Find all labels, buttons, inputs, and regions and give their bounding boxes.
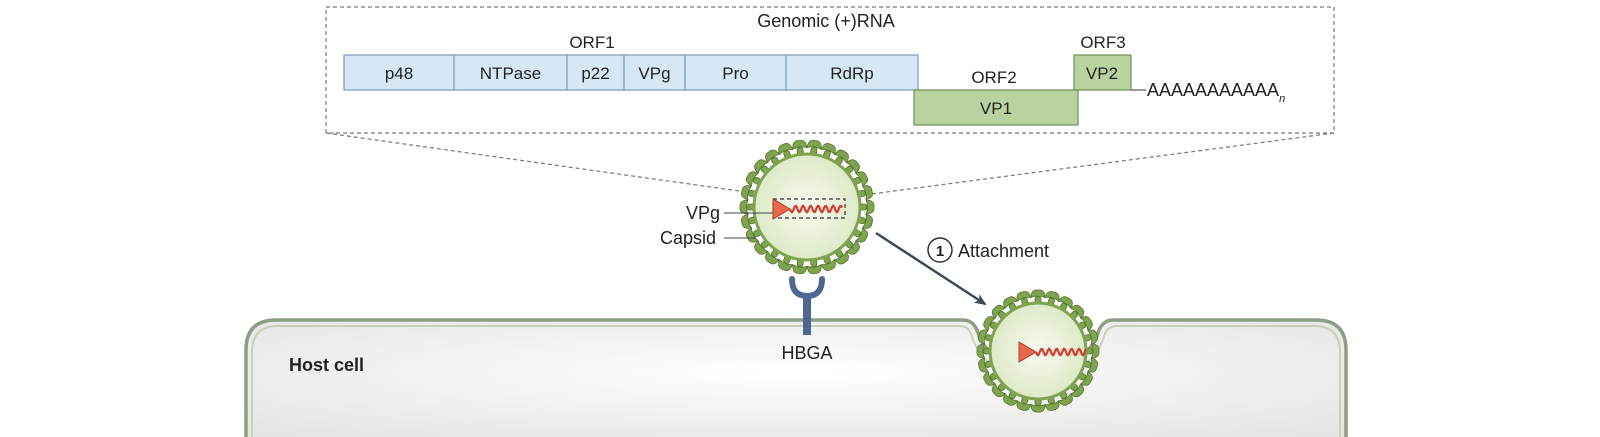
orf1-segment-label: p48 — [385, 64, 413, 83]
rna-zoom-box — [772, 198, 846, 219]
polya-text: AAAAAAAAAAA — [1147, 80, 1279, 100]
orf1-segment-label: RdRp — [830, 64, 873, 83]
orf1-segment-label: VPg — [638, 64, 670, 83]
orf1-segment: Pro — [684, 54, 787, 91]
attachment-arrow — [875, 231, 987, 306]
polya-tail: AAAAAAAAAAAn — [1147, 80, 1285, 105]
hbga-label: HBGA — [781, 343, 832, 363]
orf1-segment-box — [684, 54, 787, 91]
orf1-segment: p48 — [343, 54, 455, 91]
step-number-circle — [927, 237, 953, 263]
zoom-line-right — [855, 132, 1335, 197]
genome-dashed-frame — [325, 6, 1335, 134]
vp2-label: VP2 — [1086, 64, 1118, 83]
receptor-stalk — [803, 295, 811, 335]
orf1-segment: VPg — [623, 54, 686, 91]
virion-free — [739, 139, 875, 275]
orf1-segment: NTPase — [453, 54, 568, 91]
capsid-body — [752, 152, 862, 262]
orf1-segment-box — [453, 54, 568, 91]
host-cell: Host cell — [244, 318, 1348, 437]
capsid-spike — [1058, 296, 1073, 313]
attachment-step: 1 Attachment — [875, 231, 1049, 306]
zoom-line-left — [325, 132, 776, 197]
rna-wave — [788, 204, 843, 214]
capsid-label: Capsid — [660, 228, 716, 248]
orf1-segment: p22 — [566, 54, 625, 91]
hbga-receptor: HBGA — [781, 276, 833, 363]
capsid-spike — [991, 381, 1008, 398]
orf1-segment-label: Pro — [722, 64, 748, 83]
vpg-triangle — [772, 198, 791, 220]
capsid-spike — [857, 199, 875, 215]
orf1-segment-label: NTPase — [480, 64, 541, 83]
vpg-triangle — [1018, 341, 1037, 363]
capsid-body — [988, 301, 1088, 401]
orf2-vp1-box: VP1 — [913, 89, 1079, 126]
virion-internalizing — [976, 289, 1100, 413]
vp1-label: VP1 — [980, 99, 1012, 118]
orf1-segment-box — [785, 54, 919, 91]
orf1-segment-box — [343, 54, 455, 91]
orf1-segment-box — [623, 54, 686, 91]
host-cell-label: Host cell — [289, 355, 364, 375]
orf1-segment: RdRp — [785, 54, 919, 91]
orf3-label: ORF3 — [1080, 33, 1125, 52]
capsid-spikes — [739, 139, 875, 275]
virion-labels: VPg Capsid — [660, 203, 773, 248]
vpg-label: VPg — [686, 203, 720, 223]
orf3-vp2-box: VP2 — [1073, 54, 1132, 91]
step-number: 1 — [936, 243, 944, 260]
step-label: Attachment — [958, 241, 1049, 261]
host-cell-membrane — [244, 318, 1348, 437]
orf1-label: ORF1 — [569, 33, 614, 52]
orf1-bar: p48 NTPase p22 VPg Pro RdRp — [343, 54, 919, 91]
genome-title: Genomic (+)RNA — [757, 11, 895, 31]
receptor-cup — [789, 276, 825, 300]
polya-subscript: n — [1279, 93, 1285, 105]
orf1-segment-label: p22 — [581, 64, 609, 83]
orf2-label: ORF2 — [971, 68, 1016, 87]
rna-wave — [1034, 347, 1087, 357]
capsid-spike — [765, 247, 781, 265]
